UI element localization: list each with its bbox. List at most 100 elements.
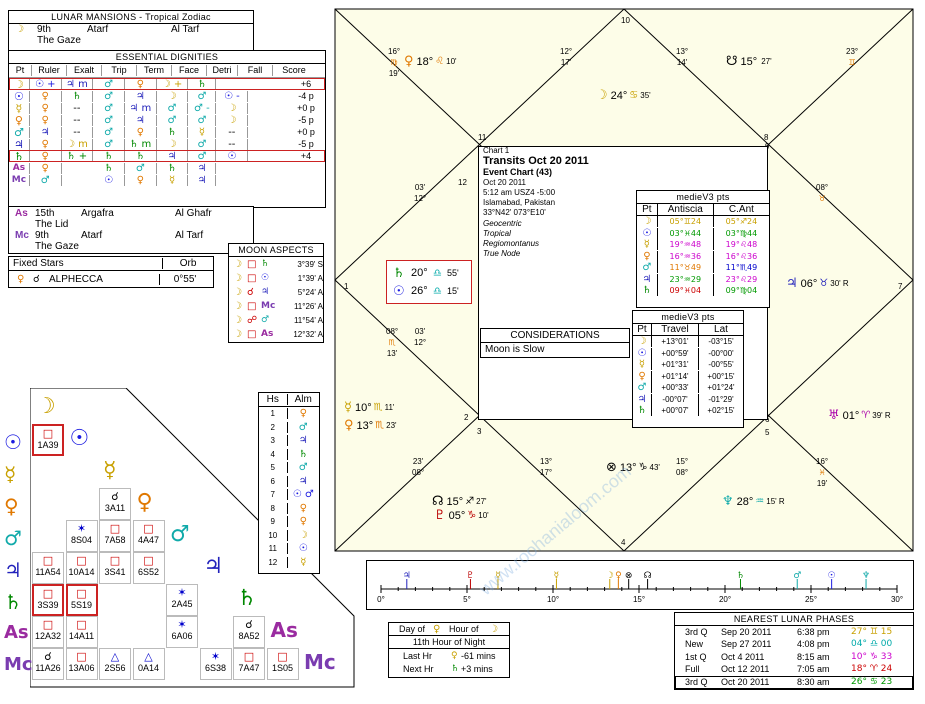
dignity-cell: --: [216, 126, 249, 138]
cusp-degree: 16°♍19': [388, 46, 400, 79]
aspect-grid-cell: □10A14: [65, 552, 98, 584]
house-number-1: 1: [344, 282, 349, 291]
degree-ruler: 0°5°10°15°20°25°30°♃♇☿☿☽♀⊗☊♄♂☉♆: [377, 571, 903, 604]
moon-glyph: ☽: [15, 24, 24, 35]
chart-planet: ☊15°♐27': [432, 494, 487, 509]
dignity-cell: ☿: [188, 126, 217, 138]
chart-planet: ♅01°♈39' R: [828, 408, 891, 423]
dignity-cell: ♃: [157, 150, 189, 162]
almuten-panel: Hs Alm 1♀2♂3♃4♄5♂6♃7☉ ♂8♀9♀10☽11☉12☿: [258, 392, 320, 574]
aspect-glyph: □: [243, 650, 255, 663]
almuten-row: 4♄: [259, 448, 319, 462]
sun-pos: ☉ 26° ♎ 15': [387, 282, 471, 300]
lat-val: -00°55': [708, 360, 734, 370]
phase-date: Oct 4 2011: [721, 651, 765, 662]
house-number-8: 8: [764, 133, 769, 142]
almuten-ruler: ♃: [298, 475, 308, 487]
aspect-grid-cell: □7A47: [233, 648, 265, 680]
chart-planet-deg: 15°: [446, 495, 464, 508]
dignity-score: +6: [300, 78, 312, 89]
aspect-grid-cell: ☌8A52: [233, 616, 265, 648]
aspect-grid-cell: ✶2A45: [166, 584, 198, 616]
chart-planet-sign: ♒: [755, 496, 765, 507]
saturn-pos: ♄ 20° ♎ 55': [387, 264, 471, 282]
dignity-score: -5 p: [298, 114, 314, 125]
cant-val: 23°♌29: [725, 274, 758, 284]
dignities-header-2: Exalt: [67, 65, 102, 76]
chart-planet-sign: ♏: [373, 402, 383, 413]
dignity-cell: ♂: [157, 114, 189, 126]
moon-aspect-a: ☽: [233, 272, 242, 284]
almuten-house: 8: [259, 502, 288, 514]
mc-mansion-name: Al Tarf: [175, 230, 204, 241]
ruler-tick-label: 20°: [719, 595, 731, 604]
aspect-orb: 3A11: [104, 503, 126, 513]
cusp-degree: 03'12°: [414, 182, 426, 204]
aspect-glyph: □: [277, 650, 288, 663]
hour-line2-row: 11th Hour of Night: [389, 636, 509, 649]
dignity-cell: ☿: [157, 174, 189, 186]
cusp-min: 12°: [414, 194, 427, 203]
aspect-glyph: □: [42, 618, 54, 631]
almuten-ruler: ☿: [300, 556, 307, 568]
almuten-house: 10: [259, 529, 288, 541]
ruler-tick-label: 0°: [377, 595, 385, 604]
dignity-cell: ☉ +: [30, 78, 62, 90]
dignity-row: ♀♀--♂♃♂♂☽-5 p: [9, 114, 325, 126]
chart-planet-deg: 13°: [356, 419, 374, 432]
cusp-min: 12°: [414, 338, 427, 347]
moon-aspects-panel: MOON ASPECTS ☽□♄3°39' S☽□☉1°39' A☽☌♃5°24…: [228, 243, 324, 343]
dignity-cell: ♄: [125, 150, 157, 162]
aspect-glyph: □: [76, 650, 87, 663]
cusp-deg: 16°: [816, 457, 829, 466]
cusp-degree: 08°♏13': [386, 326, 398, 359]
cusp-sign: ♏: [388, 338, 396, 347]
aspect-orb: 7A47: [238, 663, 260, 673]
moon-aspect-type: □: [247, 328, 257, 340]
almuten-ruler: ♂: [298, 421, 308, 433]
travel-pt: ♄: [633, 405, 652, 417]
dignities-title: ESSENTIAL DIGNITIES: [9, 51, 325, 64]
chart-planet-deg: 18°: [416, 55, 434, 68]
saturn-min: 55': [447, 267, 459, 278]
lunar-phases-title: NEAREST LUNAR PHASES: [675, 613, 913, 626]
moon-aspect-a: ☽: [233, 328, 242, 340]
travel-val: +13°01': [652, 336, 699, 348]
travel-row: ☿+01°31'-00°55': [633, 359, 743, 371]
planetary-hour-panel: Day of ♀ Hour of ☽ 11th Hour of Night La…: [388, 622, 510, 678]
aspect-glyph: □: [42, 427, 54, 440]
saturn-sign: ♎: [433, 267, 442, 279]
aspect-orb: 6A06: [171, 631, 193, 641]
aspect-orb: 5S19: [70, 600, 93, 610]
chart-planet-deg: 10°: [354, 401, 372, 414]
grid-row-label-5: ♃: [4, 558, 22, 582]
chart-planet-min: 23': [386, 421, 397, 430]
fixed-star-planet: ♀: [17, 273, 25, 285]
ruler-mark-glyph: ♇: [466, 571, 474, 581]
moon-aspect-b: Mc: [261, 300, 276, 311]
dignity-cell: ♀: [125, 78, 157, 90]
considerations-text: Moon is Slow: [485, 344, 545, 355]
cusp-degree: 23'08°: [412, 456, 424, 478]
dignities-header-4: Term: [137, 65, 172, 76]
hour-of-label: Hour of: [449, 623, 479, 634]
lat-label: Lat: [714, 324, 728, 335]
almuten-row: 8♀: [259, 502, 319, 516]
aspect-orb: 3S41: [104, 567, 126, 577]
ruler-mark-glyph: ♀: [615, 571, 622, 581]
grid-diag-6: ♄: [237, 586, 257, 611]
dignity-cell: ♃ m: [125, 102, 157, 114]
cusp-deg: 08°: [816, 183, 829, 192]
chart-planet-min: 10': [446, 57, 457, 66]
hour-top-row: Day of ♀ Hour of ☽: [389, 623, 509, 636]
antiscia-pt: ☽: [637, 216, 658, 228]
almuten-hs-label: Hs: [259, 394, 288, 405]
dignity-cell: ☽: [157, 90, 189, 102]
chart-planet-sign: ♉: [819, 278, 829, 289]
lunar-mansions-asc-mc: As 15th Argafra Al Ghafr The Lid Mc 9th …: [8, 206, 254, 254]
grid-diag-8: Mc: [304, 650, 336, 674]
phase-time: 6:38 pm: [797, 626, 830, 637]
